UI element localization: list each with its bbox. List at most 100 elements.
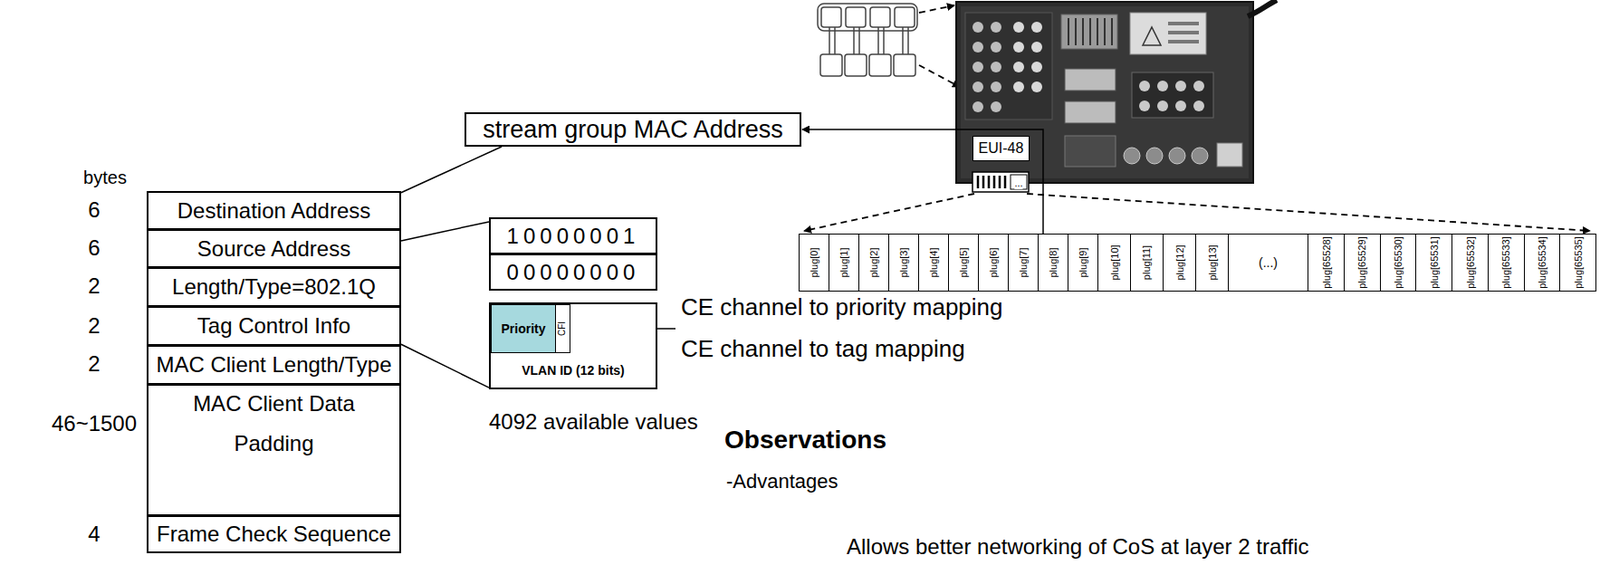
box-label: Length/Type=802.1Q <box>172 274 376 300</box>
icon-square <box>894 7 915 28</box>
mapping-note-holder: CE channel to priority mapping <box>680 294 1004 322</box>
frame-field-box: MAC Client Length/Type <box>146 344 402 385</box>
byte-count: 2 <box>87 313 100 339</box>
icon-wire <box>877 27 880 55</box>
icon-wire <box>907 27 910 55</box>
plug-cell: plug[12] <box>1162 233 1197 292</box>
vertical-label: plug[3] <box>897 247 911 278</box>
byte-count: 6 <box>87 197 100 223</box>
terminal <box>1139 100 1150 112</box>
bullet-text: Allows better networking of CoS at layer… <box>846 534 1309 560</box>
section-heading: Observations <box>724 425 887 455</box>
icon-wire <box>833 27 836 55</box>
vertical-label: plug[65528] <box>1319 236 1332 289</box>
plug-cell: plug[65530] <box>1379 233 1418 292</box>
frame-field-box: MAC Client DataPadding <box>146 383 402 517</box>
vertical-label: plug[10] <box>1108 244 1121 280</box>
power-cord <box>1247 0 1277 17</box>
vertical-label: plug[13] <box>1206 244 1219 280</box>
byte-count-holder: 2 <box>87 273 100 299</box>
icon-square <box>820 54 843 77</box>
vertical-label: plug[65532] <box>1463 236 1476 289</box>
box-label: Tag Control Info <box>197 313 351 339</box>
icon-square <box>845 7 866 28</box>
frame-field-box: Tag Control Info <box>146 306 402 346</box>
terminal <box>1175 100 1187 112</box>
byte-count: 2 <box>87 273 100 299</box>
byte-count-holder: 6 <box>87 197 100 223</box>
icon-square <box>869 54 892 77</box>
frame-field-box: Source Address <box>146 229 402 269</box>
vertical-label: CFI <box>557 321 569 336</box>
zoom-leader-line <box>401 146 502 193</box>
terminal <box>1175 80 1187 92</box>
frame-field-box: Destination Address <box>146 191 402 230</box>
plug-cell: plug[1] <box>828 233 860 292</box>
plug-cell: plug[4] <box>918 233 949 292</box>
icon-frame <box>817 3 918 31</box>
zoom-leader-line <box>401 221 489 241</box>
priority-field: Priority <box>490 304 556 354</box>
vertical-label: plug[65533] <box>1499 236 1513 289</box>
jack <box>972 21 984 33</box>
box-label: stream group MAC Address <box>482 114 784 144</box>
byte-count: 4 <box>87 521 100 547</box>
plug-cell: plug[3] <box>888 233 920 292</box>
vent-slot <box>1074 18 1077 46</box>
zoom-leader-line <box>401 344 489 388</box>
box-label: MAC Client Data <box>192 390 355 418</box>
cfi-field: CFI <box>555 304 571 354</box>
unit-label: bytes <box>83 167 127 189</box>
vent-panel <box>1061 14 1118 49</box>
jack <box>972 41 984 53</box>
box-label: Source Address <box>197 236 351 262</box>
box-label: Padding <box>233 430 314 458</box>
connector-pin <box>977 175 980 189</box>
tag-control-box: VLAN ID (12 bits)PriorityCFI <box>488 302 658 390</box>
jack <box>1031 61 1043 73</box>
jack <box>972 81 984 93</box>
tpid-bits-box: 10000001 <box>488 217 658 255</box>
terminal <box>1139 80 1150 92</box>
terminal <box>1193 100 1205 112</box>
plug-ellipsis-cell: (...) <box>1227 233 1309 292</box>
icon-square <box>893 54 916 77</box>
connector-pin <box>987 175 991 189</box>
jack <box>1031 81 1043 93</box>
vertical-label: plug[65535] <box>1571 236 1585 289</box>
box-label: Priority <box>500 320 546 337</box>
plug-cell: plug[65528] <box>1307 233 1345 292</box>
jack <box>1013 21 1025 33</box>
vertical-label: plug[1] <box>837 247 851 278</box>
vertical-label: plug[2] <box>867 247 881 278</box>
plug-cell: plug[10] <box>1097 233 1131 292</box>
jack <box>1013 41 1025 53</box>
plug-cell: plug[65533] <box>1487 233 1525 292</box>
plug-cell: plug[11] <box>1130 233 1164 292</box>
jack <box>1013 61 1025 73</box>
vertical-label: plug[0] <box>807 247 821 278</box>
plug-cell: plug[65529] <box>1343 233 1381 292</box>
jack <box>1013 81 1025 93</box>
plug-cell: plug[2] <box>858 233 890 292</box>
receiver-panel <box>960 6 1249 179</box>
vertical-label: plug[11] <box>1140 245 1154 280</box>
vertical-label: plug[65530] <box>1391 236 1405 289</box>
sticker-line <box>1168 21 1199 26</box>
jack <box>972 61 984 73</box>
receiver-chassis <box>956 1 1254 183</box>
plug-cell: plug[65532] <box>1451 233 1489 292</box>
vent-slot <box>1067 18 1070 46</box>
vent-slot <box>1082 18 1084 46</box>
large-jack <box>1168 147 1186 164</box>
section-heading-holder: Observations <box>724 425 887 455</box>
vertical-label: plug[8] <box>1046 247 1060 278</box>
connector-more-box <box>1010 174 1027 190</box>
value-range-note-holder: 4092 available values <box>488 409 699 435</box>
av-receiver-photo <box>956 0 1277 192</box>
connector-ellipsis: ... <box>1014 177 1023 190</box>
terminal <box>1157 80 1169 92</box>
jack <box>990 21 1002 33</box>
byte-count: 46~1500 <box>51 411 137 437</box>
